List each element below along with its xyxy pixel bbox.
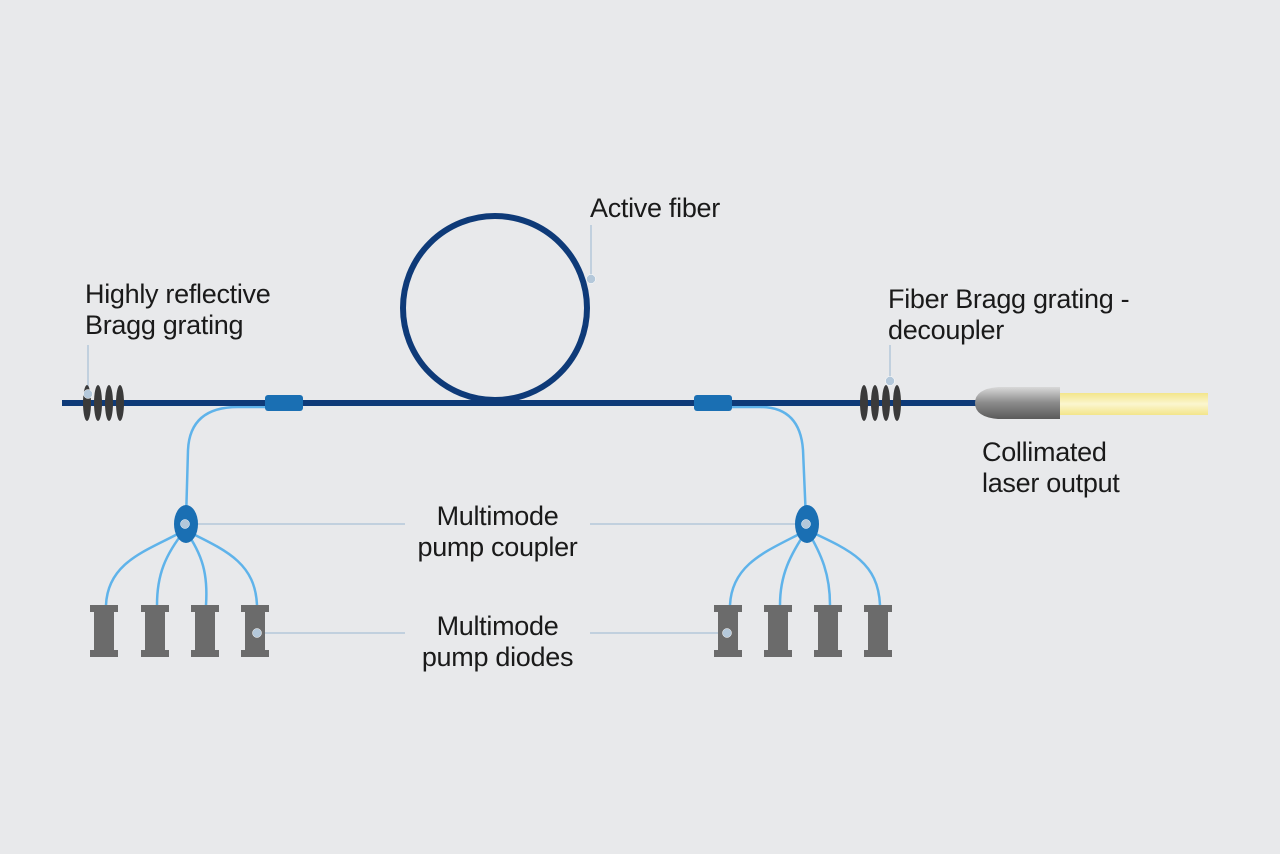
label-decoupler-line2: decoupler xyxy=(888,315,1004,345)
label-pump-diodes: Multimode pump diodes xyxy=(405,611,590,673)
laser-beam xyxy=(1058,393,1208,415)
label-pump-diodes-line1: Multimode xyxy=(436,611,559,641)
pump-diode xyxy=(764,605,792,657)
coupler-left xyxy=(265,395,303,411)
active-fiber-coil xyxy=(400,213,590,403)
label-collimated-output: Collimated laser output xyxy=(982,437,1120,499)
leader-dot xyxy=(801,519,811,529)
label-decoupler: Fiber Bragg grating - decoupler xyxy=(888,284,1130,346)
pump-fiber-right-1 xyxy=(728,528,809,607)
leader-dot xyxy=(180,519,190,529)
pump-diode xyxy=(191,605,219,657)
leader-dot xyxy=(586,274,596,284)
decoupler-bragg-grating xyxy=(860,385,901,421)
coupler-right xyxy=(694,395,732,411)
label-pump-diodes-line2: pump diodes xyxy=(421,642,574,672)
main-fiber xyxy=(62,213,980,406)
pump-diode xyxy=(141,605,169,657)
leader-lines xyxy=(87,225,891,634)
label-collimated-line2: laser output xyxy=(982,468,1120,498)
label-pump-coupler: Multimode pump coupler xyxy=(405,501,590,563)
label-hr-grating-line2: Bragg grating xyxy=(85,310,244,340)
label-pump-coupler-line1: Multimode xyxy=(436,501,559,531)
leader-dot xyxy=(722,628,732,638)
pump-fiber-right-4 xyxy=(805,528,882,607)
pump-fiber-right-trunk xyxy=(730,405,808,522)
pump-fiber-left-4 xyxy=(183,528,259,607)
pump-fiber-left-1 xyxy=(104,528,187,607)
pump-diodes-left xyxy=(90,605,269,657)
label-pump-coupler-line2: pump coupler xyxy=(417,532,578,562)
label-active-fiber: Active fiber xyxy=(590,193,720,224)
leader-dots xyxy=(83,274,895,638)
pump-diodes-right xyxy=(714,605,892,657)
pump-diode xyxy=(814,605,842,657)
pump-fiber-left-trunk xyxy=(184,405,268,522)
leader-dot xyxy=(252,628,262,638)
pump-diode xyxy=(864,605,892,657)
pump-diode xyxy=(90,605,118,657)
label-hr-grating-line1: Highly reflective xyxy=(85,279,271,309)
label-decoupler-line1: Fiber Bragg grating - xyxy=(888,284,1130,314)
label-collimated-line1: Collimated xyxy=(982,437,1107,467)
collimator xyxy=(975,387,1060,419)
label-active-fiber-text: Active fiber xyxy=(590,193,720,223)
label-hr-grating: Highly reflective Bragg grating xyxy=(85,279,271,341)
leader-dot xyxy=(83,389,93,399)
leader-dot xyxy=(885,376,895,386)
